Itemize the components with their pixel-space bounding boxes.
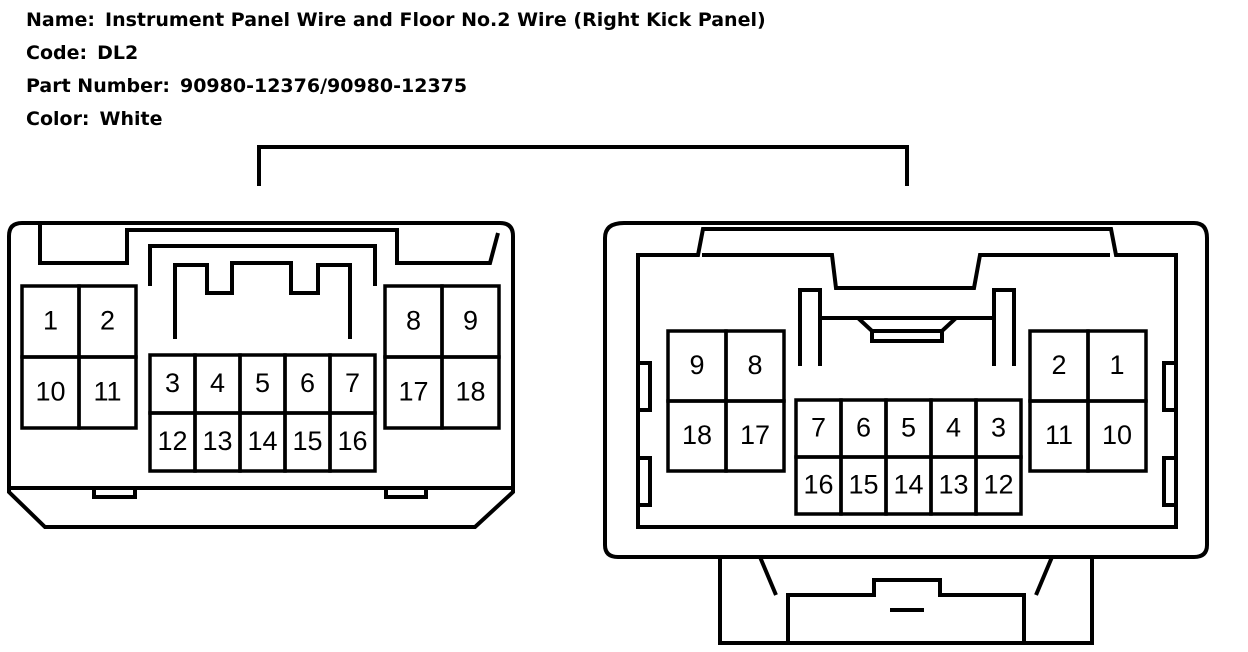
pin-number-label: 3 bbox=[991, 413, 1006, 443]
pin-number-label: 17 bbox=[740, 420, 770, 450]
pairing-bracket bbox=[257, 145, 909, 186]
code-value: DL2 bbox=[97, 42, 139, 64]
pin-number-label: 5 bbox=[255, 368, 270, 398]
pin-number-label: 2 bbox=[1051, 350, 1066, 380]
pin-number-label: 8 bbox=[406, 306, 421, 336]
pin-number-label: 14 bbox=[893, 470, 923, 500]
code-label: Code: bbox=[26, 42, 88, 64]
pin-number-label: 1 bbox=[1109, 350, 1124, 380]
pin-number-label: 8 bbox=[747, 350, 762, 380]
pin-cell bbox=[974, 455, 1023, 516]
code-line: Code: DL2 bbox=[26, 37, 766, 70]
pin-number-label: 12 bbox=[983, 470, 1013, 500]
pin-number-label: 6 bbox=[856, 413, 871, 443]
pin-number-label: 7 bbox=[345, 368, 360, 398]
pin-number-label: 11 bbox=[1045, 420, 1073, 450]
part-number-value: 90980-12376/90980-12375 bbox=[179, 75, 468, 97]
name-line: Name: Instrument Panel Wire and Floor No.… bbox=[26, 4, 766, 37]
pin-number-label: 1 bbox=[43, 306, 58, 336]
pin-number-label: 17 bbox=[398, 377, 428, 407]
connector-info: Name: Instrument Panel Wire and Floor No.… bbox=[26, 4, 766, 136]
part-number-label: Part Number: bbox=[26, 75, 170, 97]
part-number-line: Part Number: 90980-12376/90980-12375 bbox=[26, 70, 766, 103]
pin-number-label: 9 bbox=[689, 350, 704, 380]
pin-number-label: 16 bbox=[803, 470, 833, 500]
pin-number-label: 11 bbox=[93, 377, 121, 407]
pin-number-label: 4 bbox=[210, 368, 225, 398]
pin-number-label: 9 bbox=[463, 306, 478, 336]
pin-number-label: 18 bbox=[455, 377, 485, 407]
pin-number-label: 16 bbox=[337, 426, 367, 456]
name-label: Name: bbox=[26, 9, 96, 31]
pin-number-label: 5 bbox=[901, 413, 916, 443]
pin-number-label: 2 bbox=[100, 306, 115, 336]
pin-cell bbox=[1086, 399, 1148, 473]
pin-number-label: 3 bbox=[165, 368, 180, 398]
pin-number-label: 6 bbox=[300, 368, 315, 398]
pin-number-label: 13 bbox=[202, 426, 232, 456]
right-connector-housing bbox=[603, 221, 1209, 645]
pin-cell bbox=[77, 355, 138, 430]
pin-number-label: 7 bbox=[811, 413, 826, 443]
pin-cell bbox=[328, 411, 377, 473]
pin-number-label: 14 bbox=[247, 426, 277, 456]
pin-number-label: 10 bbox=[35, 377, 65, 407]
pin-number-label: 12 bbox=[157, 426, 187, 456]
pin-cell bbox=[440, 355, 501, 430]
pin-number-label: 15 bbox=[848, 470, 878, 500]
pin-cell bbox=[724, 399, 786, 473]
left-connector-housing bbox=[7, 221, 515, 529]
color-label: Color: bbox=[26, 108, 90, 130]
pin-number-label: 4 bbox=[946, 413, 961, 443]
color-value: White bbox=[99, 108, 163, 130]
name-value: Instrument Panel Wire and Floor No.2 Wir… bbox=[105, 9, 766, 31]
pin-number-label: 10 bbox=[1102, 420, 1132, 450]
pin-number-label: 13 bbox=[938, 470, 968, 500]
pin-number-label: 15 bbox=[292, 426, 322, 456]
color-line: Color: White bbox=[26, 103, 766, 136]
pin-number-label: 18 bbox=[682, 420, 712, 450]
